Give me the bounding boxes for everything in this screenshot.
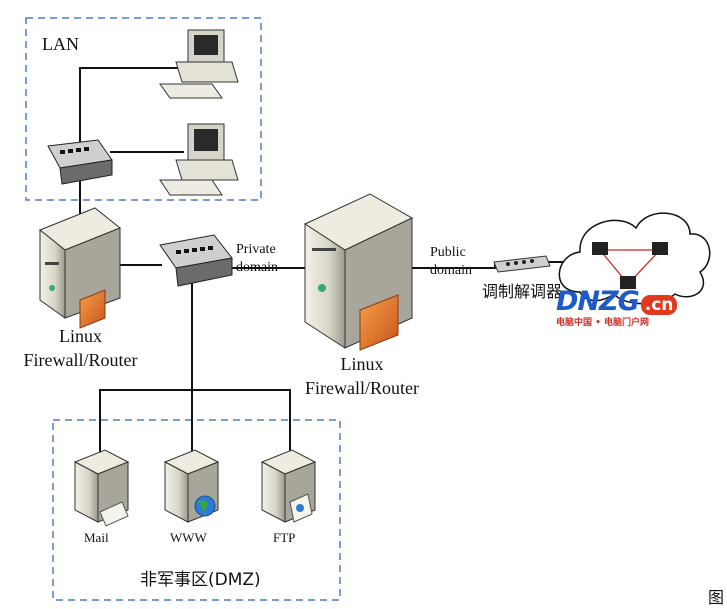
public-domain-line-2: domain: [430, 263, 472, 278]
private-domain-line-1: Private: [236, 242, 276, 257]
lan-workstation-icon-2: [159, 123, 239, 196]
lan-zone-border: [25, 17, 262, 201]
lan-hub-icon: [47, 139, 113, 185]
private-domain-line-2: domain: [236, 260, 278, 275]
figure-caption: 图: [708, 588, 725, 607]
left-linux-server-icon: [39, 207, 121, 329]
private-domain-label: Private domain: [236, 241, 278, 277]
ftp-server-label: FTP: [273, 530, 296, 545]
lan-zone-label: LAN: [42, 34, 79, 54]
left-router-label: Linux Firewall/Router: [8, 324, 153, 372]
public-domain-line-1: Public: [430, 245, 466, 260]
public-domain-label: Public domain: [430, 244, 472, 280]
center-linux-server-icon: [303, 193, 414, 351]
dmz-zone-label: 非军事区(DMZ): [140, 570, 261, 590]
mail-server-label: Mail: [84, 530, 109, 545]
left-router-line-1: Linux: [59, 326, 102, 346]
watermark-logo: DNZG.cn 电脑中国 • 电脑门户网: [556, 286, 706, 328]
center-router-label: Linux Firewall/Router: [287, 352, 437, 400]
ftp-server-icon: [260, 449, 317, 523]
watermark-brand: DNZG: [556, 286, 640, 317]
internet-cloud-icon: [558, 212, 711, 305]
watermark-suffix: .cn: [640, 295, 678, 315]
www-server-label: WWW: [170, 530, 207, 545]
left-router-line-2: Firewall/Router: [23, 350, 138, 370]
mail-server-icon: [73, 449, 130, 527]
lan-workstation-icon-1: [159, 29, 239, 99]
modem-icon: [493, 255, 551, 273]
center-router-line-2: Firewall/Router: [305, 378, 419, 398]
dmz-zone-border: [52, 419, 341, 601]
center-router-line-1: Linux: [340, 354, 384, 374]
modem-label: 调制解调器: [482, 282, 563, 301]
www-server-icon: [163, 449, 220, 523]
watermark-tagline: 电脑中国 • 电脑门户网: [556, 318, 650, 328]
dmz-hub-icon: [159, 234, 233, 287]
